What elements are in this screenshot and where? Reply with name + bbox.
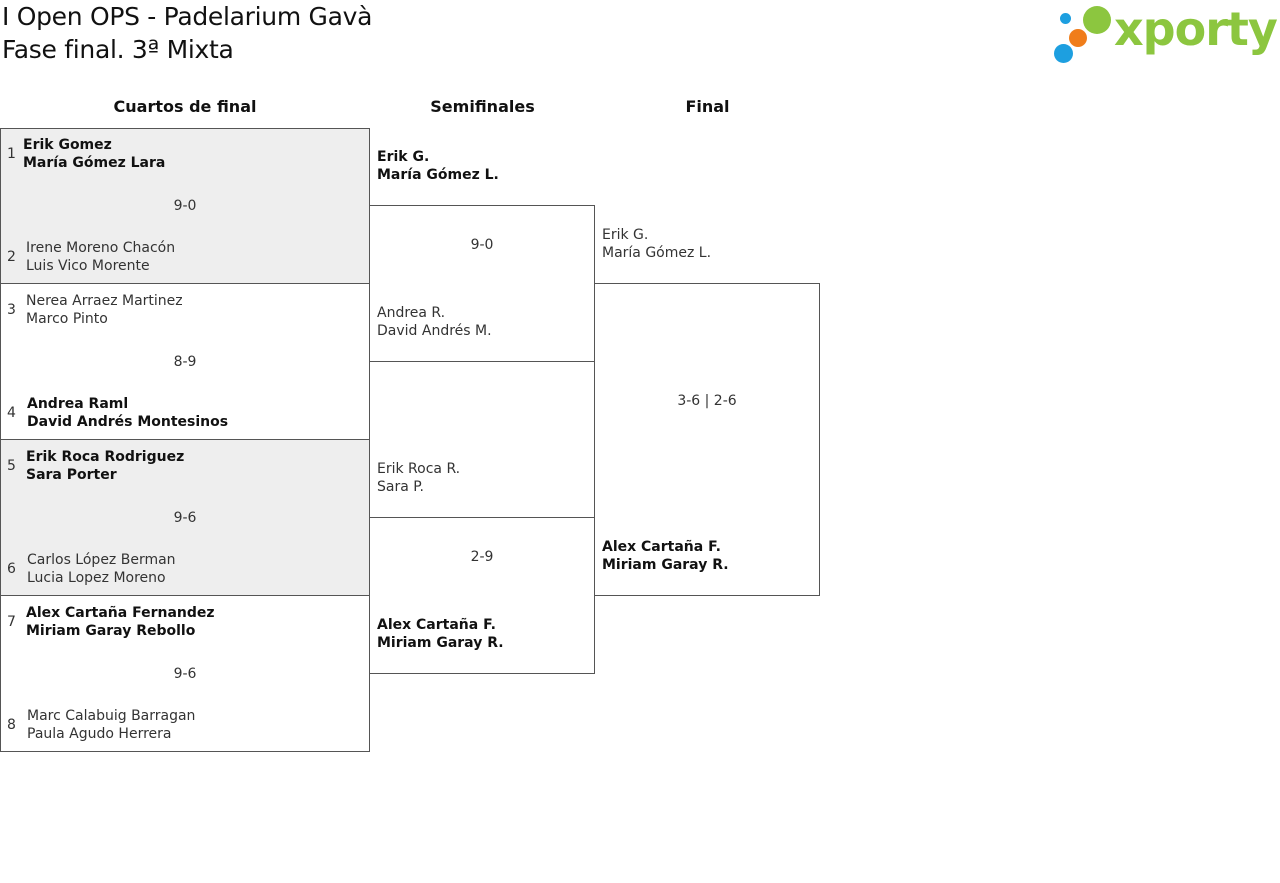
team-entry[interactable]: Erik Roca R. Sara P. — [377, 460, 460, 496]
player-name: Alex Cartaña Fernandez — [26, 605, 215, 621]
player-name: David Andrés Montesinos — [27, 414, 229, 430]
logo-green-dot-icon — [1083, 6, 1111, 34]
player-name: Sara P. — [377, 479, 424, 495]
team-entry[interactable]: Andrea R. David Andrés M. — [377, 304, 492, 340]
match-score: 8-9 — [173, 354, 197, 370]
seed-number: 5 — [7, 458, 16, 474]
team-entry[interactable]: Alex Cartaña F. Miriam Garay R. — [377, 616, 504, 652]
round-title-semifinals: Semifinales — [430, 97, 535, 116]
team-entry[interactable]: Carlos López Berman Lucia Lopez Moreno — [27, 551, 176, 587]
player-name: Andrea Raml — [27, 396, 129, 412]
team-entry[interactable]: Alex Cartaña F. Miriam Garay R. — [602, 538, 729, 574]
player-name: María Gómez Lara — [23, 155, 166, 171]
match-score: 9-6 — [173, 510, 197, 526]
seed-number: 1 — [7, 146, 16, 162]
match-box-quarterfinal-3[interactable] — [0, 439, 370, 596]
team-entry[interactable]: Alex Cartaña Fernandez Miriam Garay Rebo… — [26, 604, 215, 640]
seed-number: 3 — [7, 302, 16, 318]
player-name: Carlos López Berman — [27, 552, 176, 568]
player-name: Miriam Garay Rebollo — [26, 623, 196, 639]
team-entry[interactable]: Nerea Arraez Martinez Marco Pinto — [26, 292, 183, 328]
seed-number: 7 — [7, 614, 16, 630]
round-title-final: Final — [685, 97, 730, 116]
player-name: Sara Porter — [26, 467, 117, 483]
logo-blue-dot-icon — [1054, 44, 1073, 63]
team-entry[interactable]: Erik Gomez María Gómez Lara — [23, 136, 165, 172]
player-name: Alex Cartaña F. — [377, 617, 496, 633]
player-name: Erik G. — [602, 227, 649, 243]
logo-orange-dot-icon — [1069, 29, 1087, 47]
player-name: Miriam Garay R. — [602, 557, 729, 573]
player-name: David Andrés M. — [377, 323, 492, 339]
seed-number: 8 — [7, 717, 16, 733]
xporty-logo[interactable]: xporty — [1050, 2, 1278, 66]
player-name: Miriam Garay R. — [377, 635, 504, 651]
match-score: 9-6 — [173, 666, 197, 682]
team-entry[interactable]: Andrea Raml David Andrés Montesinos — [27, 395, 228, 431]
seed-number: 4 — [7, 405, 16, 421]
team-entry[interactable]: Erik G. María Gómez L. — [602, 226, 711, 262]
player-name: María Gómez L. — [602, 245, 712, 261]
player-name: Erik Gomez — [23, 137, 112, 153]
player-name: Irene Moreno Chacón — [26, 240, 176, 256]
player-name: Erik Roca Rodriguez — [26, 449, 185, 465]
match-box-final[interactable] — [594, 283, 820, 596]
page-title: I Open OPS - Padelarium Gavà — [2, 2, 373, 31]
player-name: Nerea Arraez Martinez — [26, 293, 183, 309]
match-score: 3-6 | 2-6 — [677, 393, 737, 409]
match-box-quarterfinal-1[interactable] — [0, 128, 370, 284]
team-entry[interactable]: Erik Roca Rodriguez Sara Porter — [26, 448, 184, 484]
player-name: Marco Pinto — [26, 311, 108, 327]
team-entry[interactable]: Marc Calabuig Barragan Paula Agudo Herre… — [27, 707, 195, 743]
logo-blue-small-dot-icon — [1060, 13, 1071, 24]
logo-wordmark: xporty — [1114, 2, 1278, 56]
player-name: Andrea R. — [377, 305, 446, 321]
page-subtitle: Fase final. 3ª Mixta — [2, 35, 234, 64]
player-name: Alex Cartaña F. — [602, 539, 721, 555]
match-score: 9-0 — [470, 237, 494, 253]
player-name: Lucia Lopez Moreno — [27, 570, 166, 586]
team-entry[interactable]: Erik G. María Gómez L. — [377, 148, 499, 184]
player-name: Luis Vico Morente — [26, 258, 150, 274]
round-title-quarterfinals: Cuartos de final — [113, 97, 257, 116]
player-name: Erik G. — [377, 149, 430, 165]
player-name: Marc Calabuig Barragan — [27, 708, 196, 724]
player-name: Paula Agudo Herrera — [27, 726, 172, 742]
seed-number: 6 — [7, 561, 16, 577]
player-name: María Gómez L. — [377, 167, 499, 183]
player-name: Erik Roca R. — [377, 461, 461, 477]
match-score: 9-0 — [173, 198, 197, 214]
team-entry[interactable]: Irene Moreno Chacón Luis Vico Morente — [26, 239, 175, 275]
seed-number: 2 — [7, 249, 16, 265]
match-score: 2-9 — [470, 549, 494, 565]
